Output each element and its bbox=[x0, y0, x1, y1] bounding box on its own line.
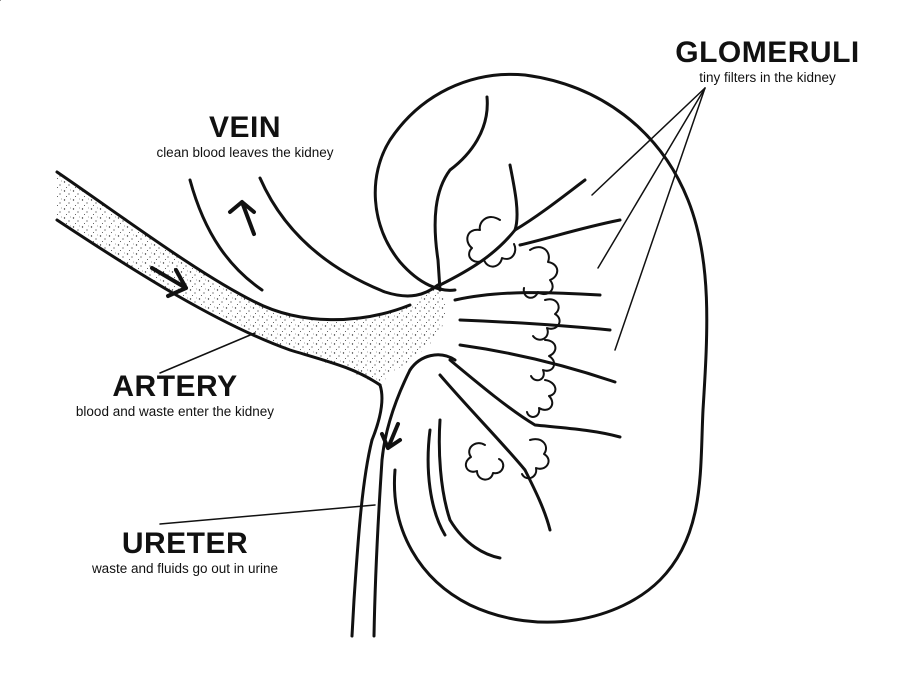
glomerulus-5 bbox=[526, 379, 557, 418]
glomerulus-6 bbox=[521, 438, 550, 480]
branch-lower-1 bbox=[448, 358, 622, 439]
branch-mid-3 bbox=[458, 343, 617, 384]
pelvis-upper-wall bbox=[433, 95, 489, 292]
glomerulus-4 bbox=[530, 339, 557, 382]
ureter-label: URETER waste and fluids go out in urine bbox=[50, 528, 320, 577]
ureter-join bbox=[408, 353, 457, 372]
branch-mid-2 bbox=[458, 318, 612, 332]
artery-subtitle: blood and waste enter the kidney bbox=[75, 404, 275, 419]
glomeruli-label: GLOMERULI tiny filters in the kidney bbox=[660, 37, 875, 86]
ureter-subtitle: waste and fluids go out in urine bbox=[91, 561, 279, 576]
glomerulus-2 bbox=[522, 246, 559, 299]
ureter-title: URETER bbox=[121, 527, 249, 560]
glomeruli-leader-line-3 bbox=[614, 87, 706, 351]
branch-lower-3 bbox=[437, 418, 502, 560]
branch-upper-3 bbox=[518, 218, 622, 247]
vein-subtitle: clean blood leaves the kidney bbox=[156, 145, 334, 160]
ureter-arrow-icon bbox=[380, 422, 402, 450]
vein-outer-wall bbox=[188, 178, 264, 292]
vein-title: VEIN bbox=[208, 111, 282, 144]
glomeruli-title: GLOMERULI bbox=[675, 36, 860, 69]
artery-fill bbox=[57, 172, 446, 385]
glomerulus-3 bbox=[532, 298, 561, 341]
ureter-right-wall bbox=[372, 368, 412, 638]
branch-upper-2 bbox=[513, 178, 587, 232]
glomeruli-leader-line-1 bbox=[591, 87, 706, 196]
branch-lower-4 bbox=[426, 428, 447, 537]
glomeruli-leader-line-2 bbox=[597, 87, 706, 269]
vein-label: VEIN clean blood leaves the kidney bbox=[110, 112, 380, 161]
branch-mid-1 bbox=[453, 291, 602, 302]
artery-label: ARTERY blood and waste enter the kidney bbox=[40, 371, 310, 420]
artery-upper-wall bbox=[55, 170, 412, 322]
branch-upper bbox=[438, 163, 519, 287]
vein-inner-wall bbox=[258, 176, 440, 298]
vein-arrow-icon bbox=[228, 200, 256, 236]
branch-lower-2 bbox=[438, 373, 552, 532]
kidney-outline bbox=[373, 72, 709, 624]
pelvis-lower-wall bbox=[370, 383, 384, 442]
ureter-leader-line bbox=[159, 504, 376, 525]
glomeruli-subtitle: tiny filters in the kidney bbox=[699, 70, 836, 85]
glomerulus-1 bbox=[466, 216, 517, 268]
artery-arrow-icon bbox=[150, 266, 188, 298]
ureter-left-wall bbox=[350, 438, 374, 638]
artery-leader-line bbox=[159, 332, 256, 374]
artery-title: ARTERY bbox=[112, 370, 238, 403]
glomerulus-7 bbox=[464, 442, 505, 481]
artery-lower-wall bbox=[55, 218, 382, 387]
